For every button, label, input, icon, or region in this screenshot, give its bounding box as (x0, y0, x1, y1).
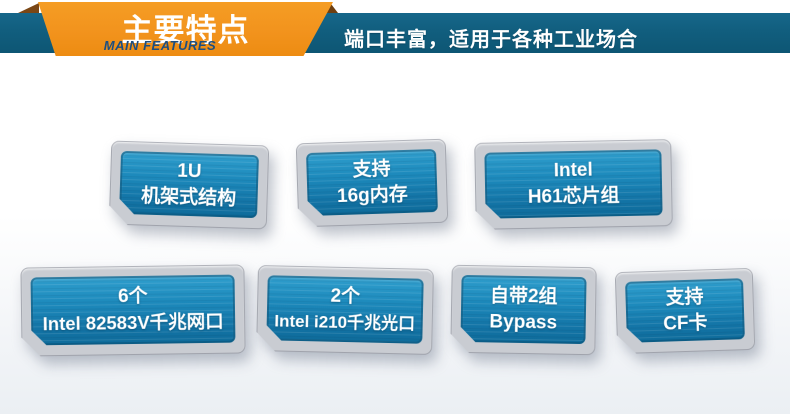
feature-card: 2个 Intel i210千兆光口 (256, 265, 434, 355)
title-ribbon (38, 2, 333, 56)
feature-line1: 支持 (352, 157, 391, 181)
feature-line1: 1U (176, 160, 202, 182)
feature-card-panel: 6个 Intel 82583V千兆网口 (31, 275, 236, 346)
feature-card-panel: 自带2组 Bypass (460, 275, 586, 344)
feature-card-frame: 1U 机架式结构 (109, 141, 270, 230)
feature-card-frame: 支持 16g内存 (296, 139, 449, 228)
feature-line1: Intel (553, 159, 593, 182)
feature-card-frame: 2个 Intel i210千兆光口 (256, 265, 434, 355)
feature-line2: 16g内存 (336, 183, 409, 207)
feature-card-panel: 支持 16g内存 (306, 149, 438, 216)
feature-card: 自带2组 Bypass (450, 265, 597, 356)
feature-card: Intel H61芯片组 (474, 139, 673, 230)
ribbon-fold-left (18, 3, 39, 13)
feature-card-panel: 1U 机架式结构 (119, 151, 259, 218)
feature-line2: H61芯片组 (527, 185, 620, 208)
feature-card-frame: Intel H61芯片组 (474, 139, 673, 230)
feature-card: 支持 16g内存 (296, 139, 449, 228)
feature-card: 6个 Intel 82583V千兆网口 (20, 264, 245, 356)
feature-line1: 2个 (330, 285, 361, 307)
banner-text: 端口丰富，适用于各种工业场合 (344, 29, 638, 51)
feature-line2: 机架式结构 (140, 185, 237, 209)
feature-card-panel: Intel H61芯片组 (484, 149, 662, 218)
feature-line1: 支持 (665, 285, 704, 309)
feature-card-panel: 2个 Intel i210千兆光口 (266, 275, 423, 344)
feature-card-frame: 自带2组 Bypass (450, 265, 597, 356)
feature-line2: Intel i210千兆光口 (274, 310, 416, 334)
feature-card: 支持 CF卡 (615, 268, 756, 354)
feature-line2: Bypass (489, 310, 558, 334)
feature-line1: 自带2组 (489, 284, 558, 308)
page-subtitle: MAIN FEATURES (103, 38, 217, 53)
feature-line2: Intel 82583V千兆网口 (42, 310, 224, 335)
page-title: 主要特点 (121, 13, 250, 48)
feature-card-frame: 6个 Intel 82583V千兆网口 (20, 264, 245, 356)
feature-line2: CF卡 (662, 311, 708, 335)
feature-line1: 6个 (117, 285, 148, 308)
feature-card-frame: 支持 CF卡 (615, 268, 756, 354)
feature-card-panel: 支持 CF卡 (625, 278, 745, 343)
feature-card: 1U 机架式结构 (109, 141, 270, 230)
